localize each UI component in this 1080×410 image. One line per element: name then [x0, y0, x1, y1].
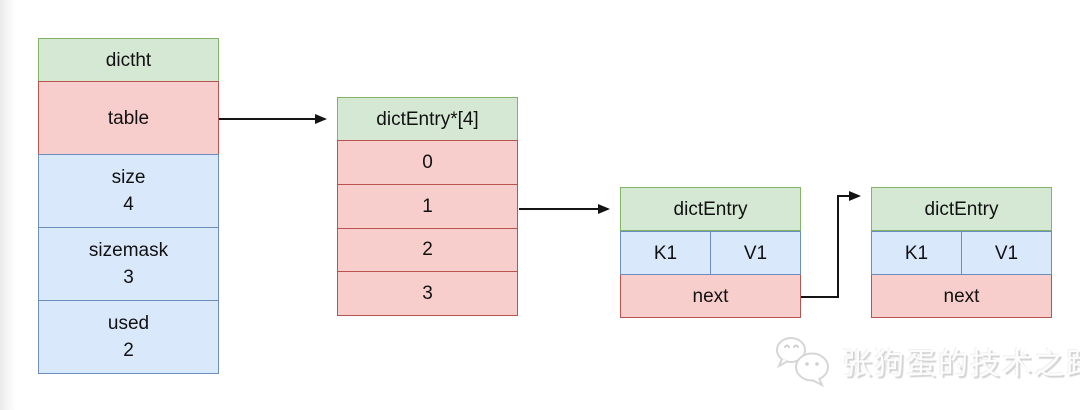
dictht-title: dictht — [105, 49, 152, 71]
bucket-slot-2-label: 2 — [422, 239, 433, 261]
dictht-size-cell: size 4 — [38, 154, 219, 228]
bucket-slot-1: 1 — [337, 183, 518, 229]
watermark-text: 张狗蛋的技术之路 — [842, 347, 1080, 382]
dict-entry-2-value: V1 — [994, 242, 1019, 264]
dict-entry-1-title: dictEntry — [673, 198, 748, 220]
dictht-sizemask-cell: sizemask 3 — [38, 227, 219, 301]
dict-entry-2-value-cell: V1 — [961, 231, 1052, 275]
dict-entry-1-key: K1 — [653, 242, 678, 264]
dict-entry-1-next-label: next — [692, 285, 729, 307]
page-left-edge-shadow — [0, 0, 16, 410]
dict-entry-2-header: dictEntry — [871, 187, 1052, 231]
bucket-slot-1-label: 1 — [422, 195, 433, 217]
dict-entry-2-next-cell: next — [871, 274, 1052, 318]
dictht-node: dictht table size 4 sizemask 3 used 2 — [38, 38, 219, 374]
dict-entry-2-kv-row: K1 V1 — [871, 231, 1052, 275]
dictht-size-value: 4 — [123, 194, 134, 215]
dict-entry-1-value-cell: V1 — [710, 231, 801, 275]
dictht-header: dictht — [38, 38, 219, 82]
dict-entry-2-title: dictEntry — [924, 198, 999, 220]
bucket-slot-0-label: 0 — [422, 151, 433, 173]
arrow-entry1-next-to-entry2 — [801, 191, 861, 298]
dict-entry-1-next-cell: next — [620, 274, 801, 318]
wechat-chat-bubbles-icon — [776, 337, 829, 388]
dictht-used-label: used — [107, 313, 150, 334]
bucket-slot-2: 2 — [337, 227, 518, 273]
dictht-size-label: size — [111, 167, 146, 188]
dict-entry-1-kv-row: K1 V1 — [620, 231, 801, 275]
bucket-slot-3-label: 3 — [422, 283, 433, 305]
bucket-slot-3: 3 — [337, 271, 518, 316]
bucket-array-node: dictEntry*[4] 0 1 2 3 — [337, 97, 518, 316]
dictht-sizemask-value: 3 — [123, 267, 134, 288]
dict-entry-2-key-cell: K1 — [871, 231, 962, 275]
dict-entry-2-next-label: next — [943, 285, 980, 307]
dictht-sizemask-label: sizemask — [88, 240, 169, 261]
dict-entry-2-node: dictEntry K1 V1 next — [871, 187, 1052, 318]
dictht-used-cell: used 2 — [38, 300, 219, 374]
dictht-table-pointer-cell: table — [38, 81, 219, 155]
dict-entry-1-node: dictEntry K1 V1 next — [620, 187, 801, 318]
bucket-array-header: dictEntry*[4] — [337, 97, 518, 141]
dictht-table-label: table — [107, 107, 150, 129]
bucket-slot-0: 0 — [337, 140, 518, 185]
dict-entry-1-value: V1 — [743, 242, 768, 264]
dict-entry-2-key: K1 — [904, 242, 929, 264]
dict-entry-1-key-cell: K1 — [620, 231, 711, 275]
bucket-array-title: dictEntry*[4] — [376, 108, 479, 130]
dictht-used-value: 2 — [123, 340, 134, 361]
dict-entry-1-header: dictEntry — [620, 187, 801, 231]
watermark: 张狗蛋的技术之路 — [774, 334, 1080, 388]
